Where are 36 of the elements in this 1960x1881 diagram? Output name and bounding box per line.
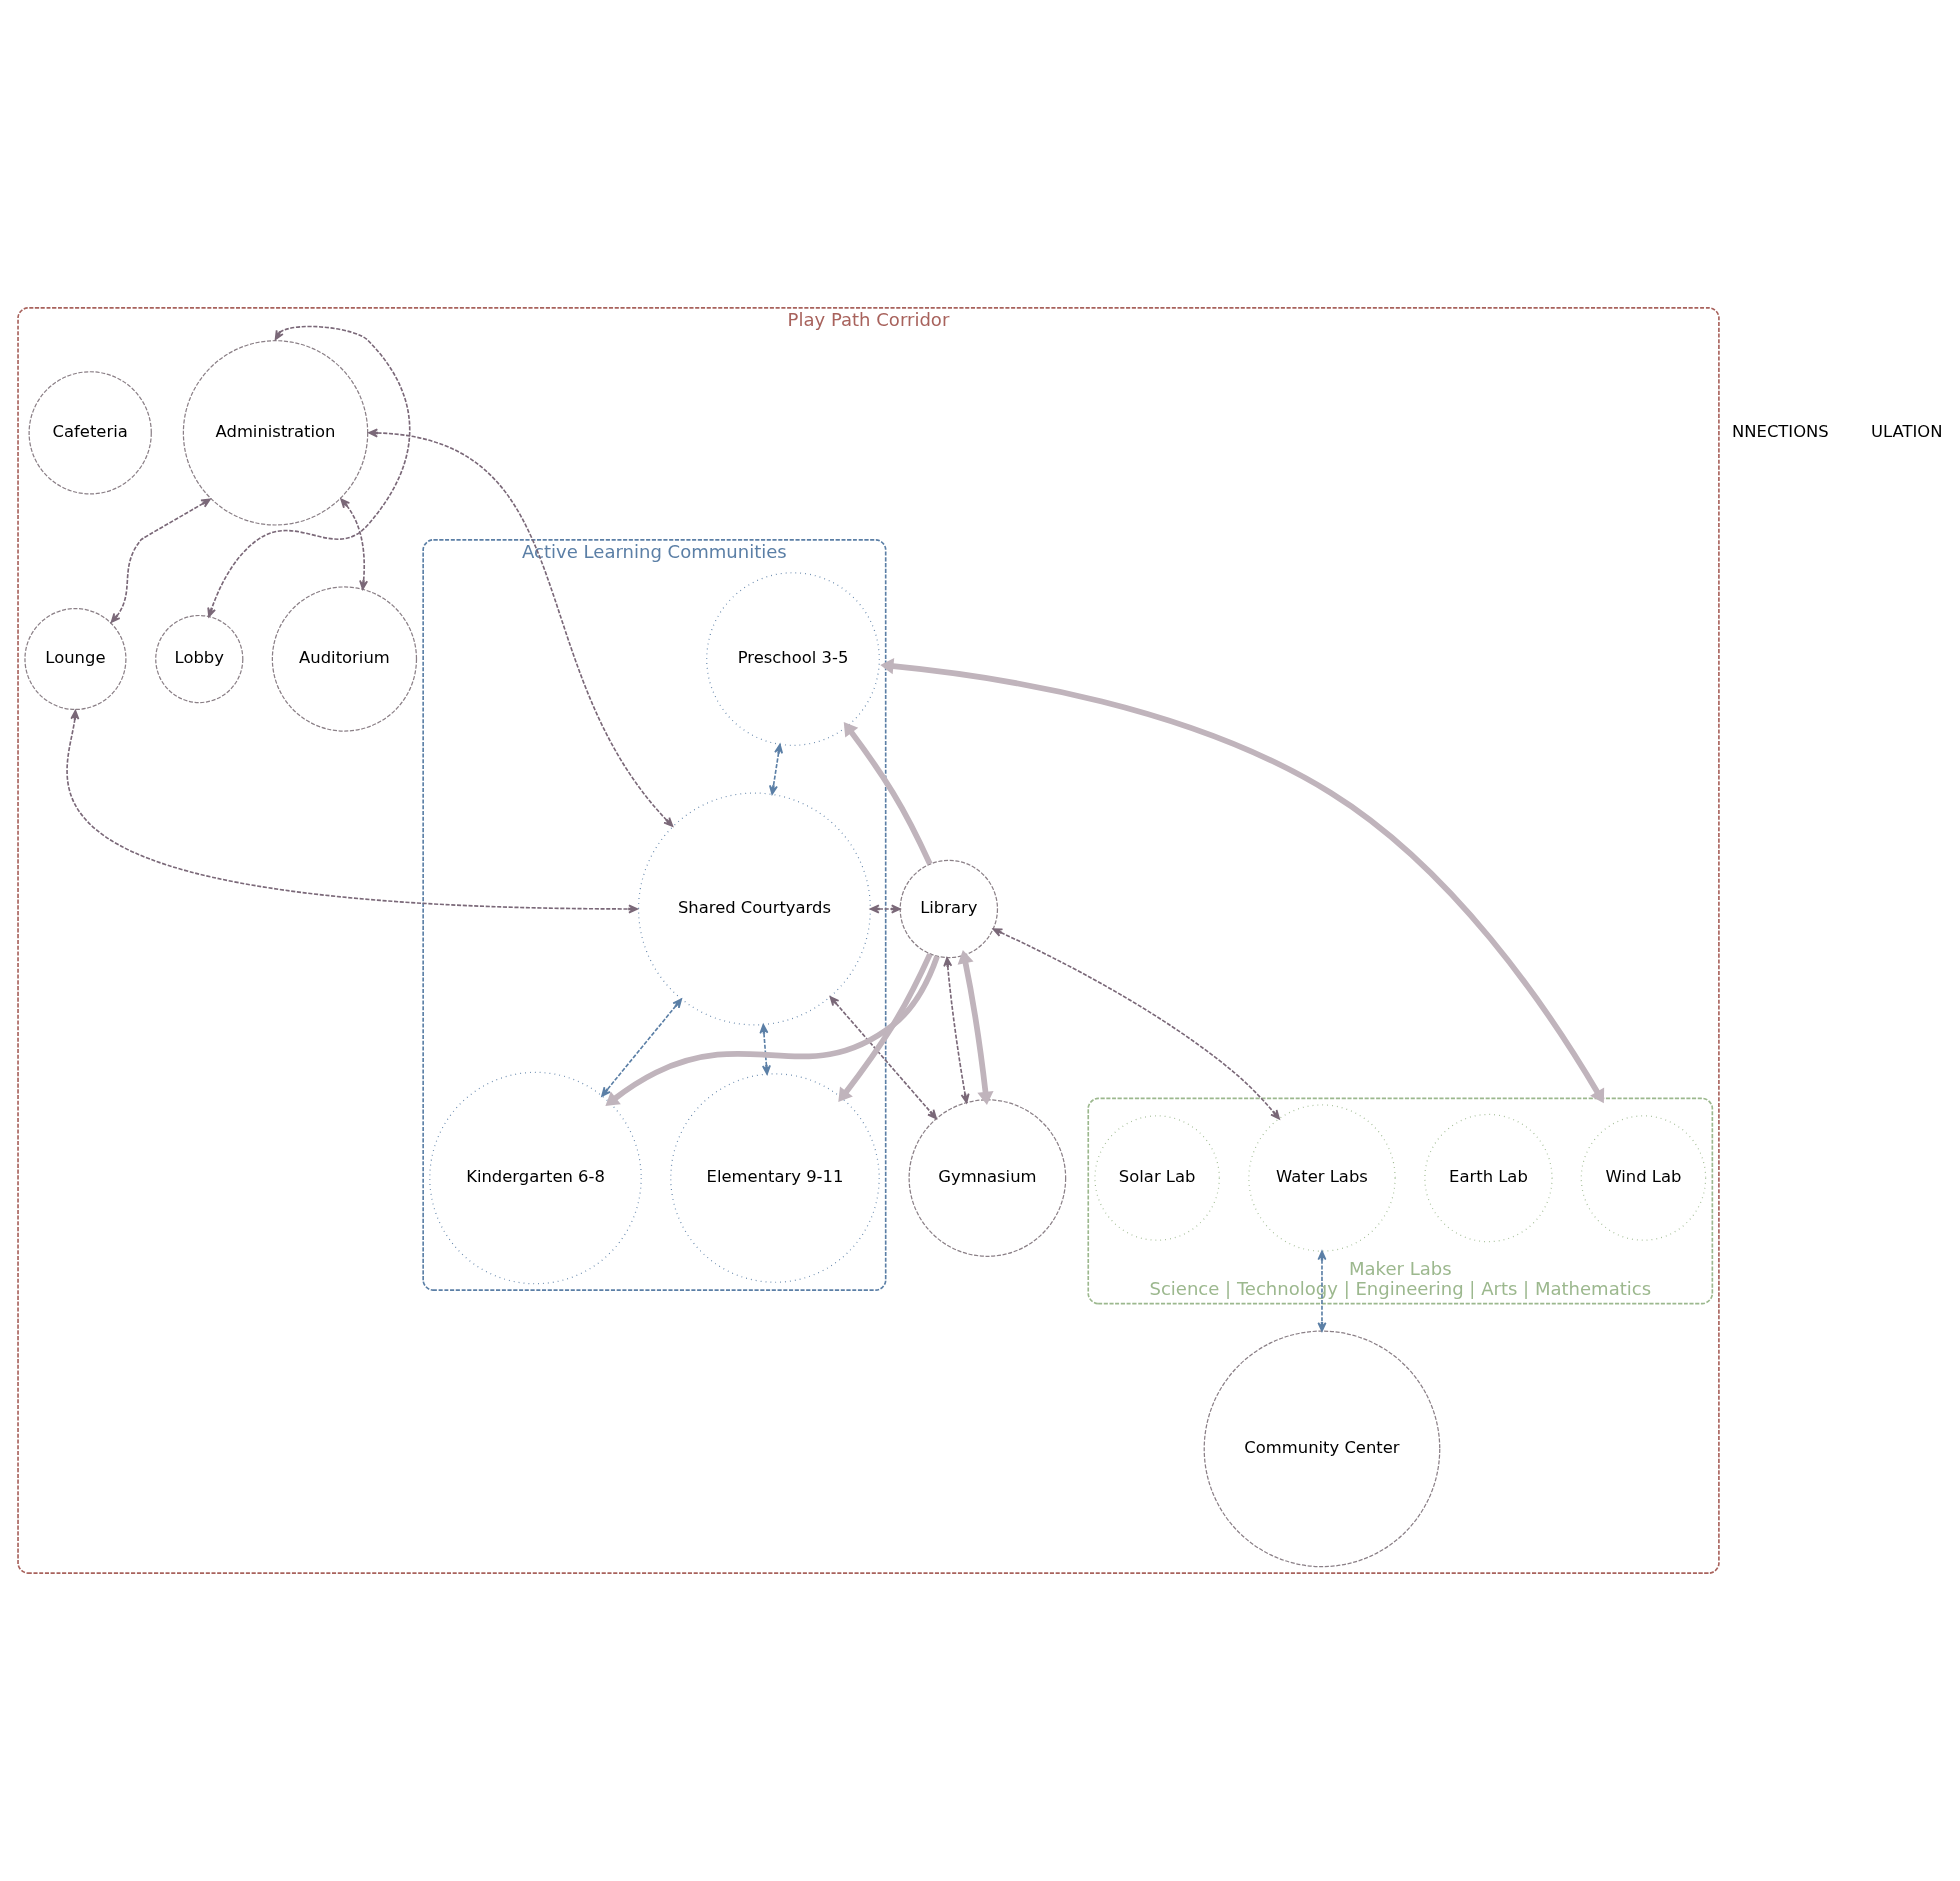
arrow [838, 952, 933, 1103]
node-circle: Lounge [24, 607, 127, 711]
arrow [605, 955, 940, 1106]
node-circle: Preschool 3-5 [706, 572, 880, 746]
node-circle: Elementary 9-11 [670, 1073, 880, 1283]
node-circle: Administration [182, 340, 369, 526]
arrow [829, 996, 937, 1120]
node-circle: Shared Courtyards [637, 792, 871, 1026]
node-circle: Cafeteria [28, 371, 152, 495]
arrow [759, 1023, 771, 1075]
arrow [943, 957, 970, 1104]
arrow [110, 498, 211, 623]
node-circle: Library [899, 859, 999, 959]
arrow [66, 709, 639, 914]
arrow [368, 428, 674, 827]
arrow [869, 904, 901, 914]
node-circle: Lobby [155, 614, 244, 704]
arrow [880, 658, 1605, 1104]
arrow [768, 743, 784, 795]
node-circle: Solar Lab [1094, 1115, 1220, 1241]
arrow [957, 950, 994, 1105]
arrow [340, 498, 369, 590]
arrow [1317, 1250, 1327, 1332]
node-circle: Wind Lab [1580, 1115, 1707, 1241]
arrow [207, 325, 411, 618]
arrow [843, 722, 933, 866]
node-circle: Kindergarten 6-8 [429, 1071, 642, 1285]
arrow [601, 998, 683, 1097]
node-circle: Auditorium [271, 586, 418, 732]
label: ULATION [1870, 421, 1943, 441]
node-circle: Earth Lab [1424, 1113, 1553, 1243]
arrow [992, 928, 1280, 1120]
node-circle: Community Center [1203, 1330, 1441, 1568]
label: NNECTIONS [1732, 421, 1829, 441]
node-circle: Water Labs [1248, 1104, 1396, 1252]
node-circle: Gymnasium [908, 1099, 1067, 1257]
